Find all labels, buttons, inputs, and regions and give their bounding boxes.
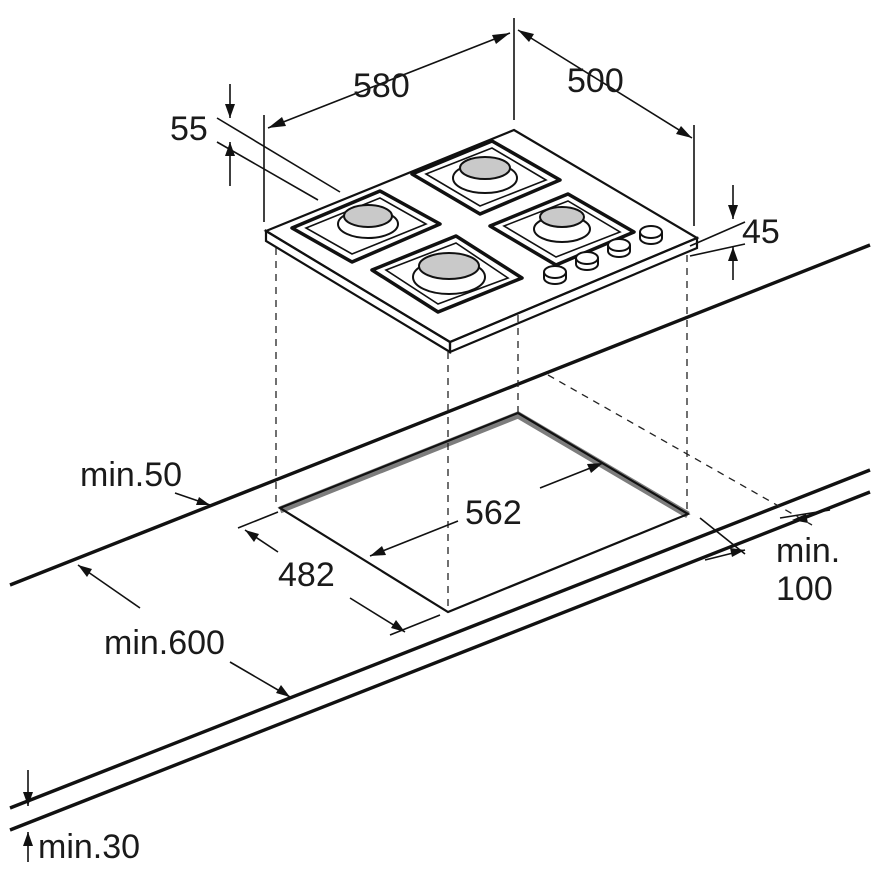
label-482: 482 — [278, 556, 335, 594]
burner-left — [337, 204, 399, 239]
projection-lines — [275, 248, 688, 612]
dim-min-50 — [174, 492, 211, 506]
label-55: 55 — [170, 110, 208, 148]
dimension-labels: 580 500 55 45 562 482 min.50 min.600 min… — [38, 62, 840, 866]
label-45: 45 — [742, 213, 780, 251]
dim-min-600 — [77, 564, 291, 698]
label-min-50: min.50 — [80, 456, 182, 494]
label-min-100-line2: 100 — [776, 570, 833, 608]
label-580: 580 — [353, 67, 410, 105]
dim-min-30 — [23, 770, 33, 862]
burner-right — [533, 206, 591, 243]
worktop — [9, 243, 871, 832]
dim-500 — [517, 29, 695, 226]
knob-3-icon — [607, 238, 631, 258]
label-min-600: min.600 — [104, 624, 225, 662]
label-500: 500 — [567, 62, 624, 100]
hob-front-right-side — [448, 236, 699, 354]
dim-45 — [689, 185, 746, 280]
knob-1-icon — [543, 265, 567, 285]
cutout-back-edges — [278, 411, 690, 519]
dim-562 — [369, 462, 604, 557]
burner-back — [452, 156, 518, 194]
worktop-front-bottom-edge — [9, 490, 871, 832]
dim-482 — [237, 511, 441, 636]
worktop-back-edge — [9, 243, 871, 587]
knob-2-icon — [575, 251, 599, 271]
worktop-front-top-edge — [9, 468, 871, 810]
dim-55 — [216, 84, 341, 201]
control-knobs — [543, 225, 663, 285]
grate-front — [370, 234, 524, 314]
dim-min-100 — [699, 509, 831, 561]
cutout — [277, 310, 813, 614]
burner-front — [412, 252, 486, 295]
clearance-line-100 — [547, 374, 813, 526]
label-min-100-line1: min. — [776, 532, 840, 570]
cutout-outline — [277, 411, 691, 614]
label-562: 562 — [465, 494, 522, 532]
knob-4-icon — [639, 225, 663, 245]
hob — [263, 128, 700, 354]
label-min-30: min.30 — [38, 828, 140, 866]
grate-back — [410, 139, 562, 216]
